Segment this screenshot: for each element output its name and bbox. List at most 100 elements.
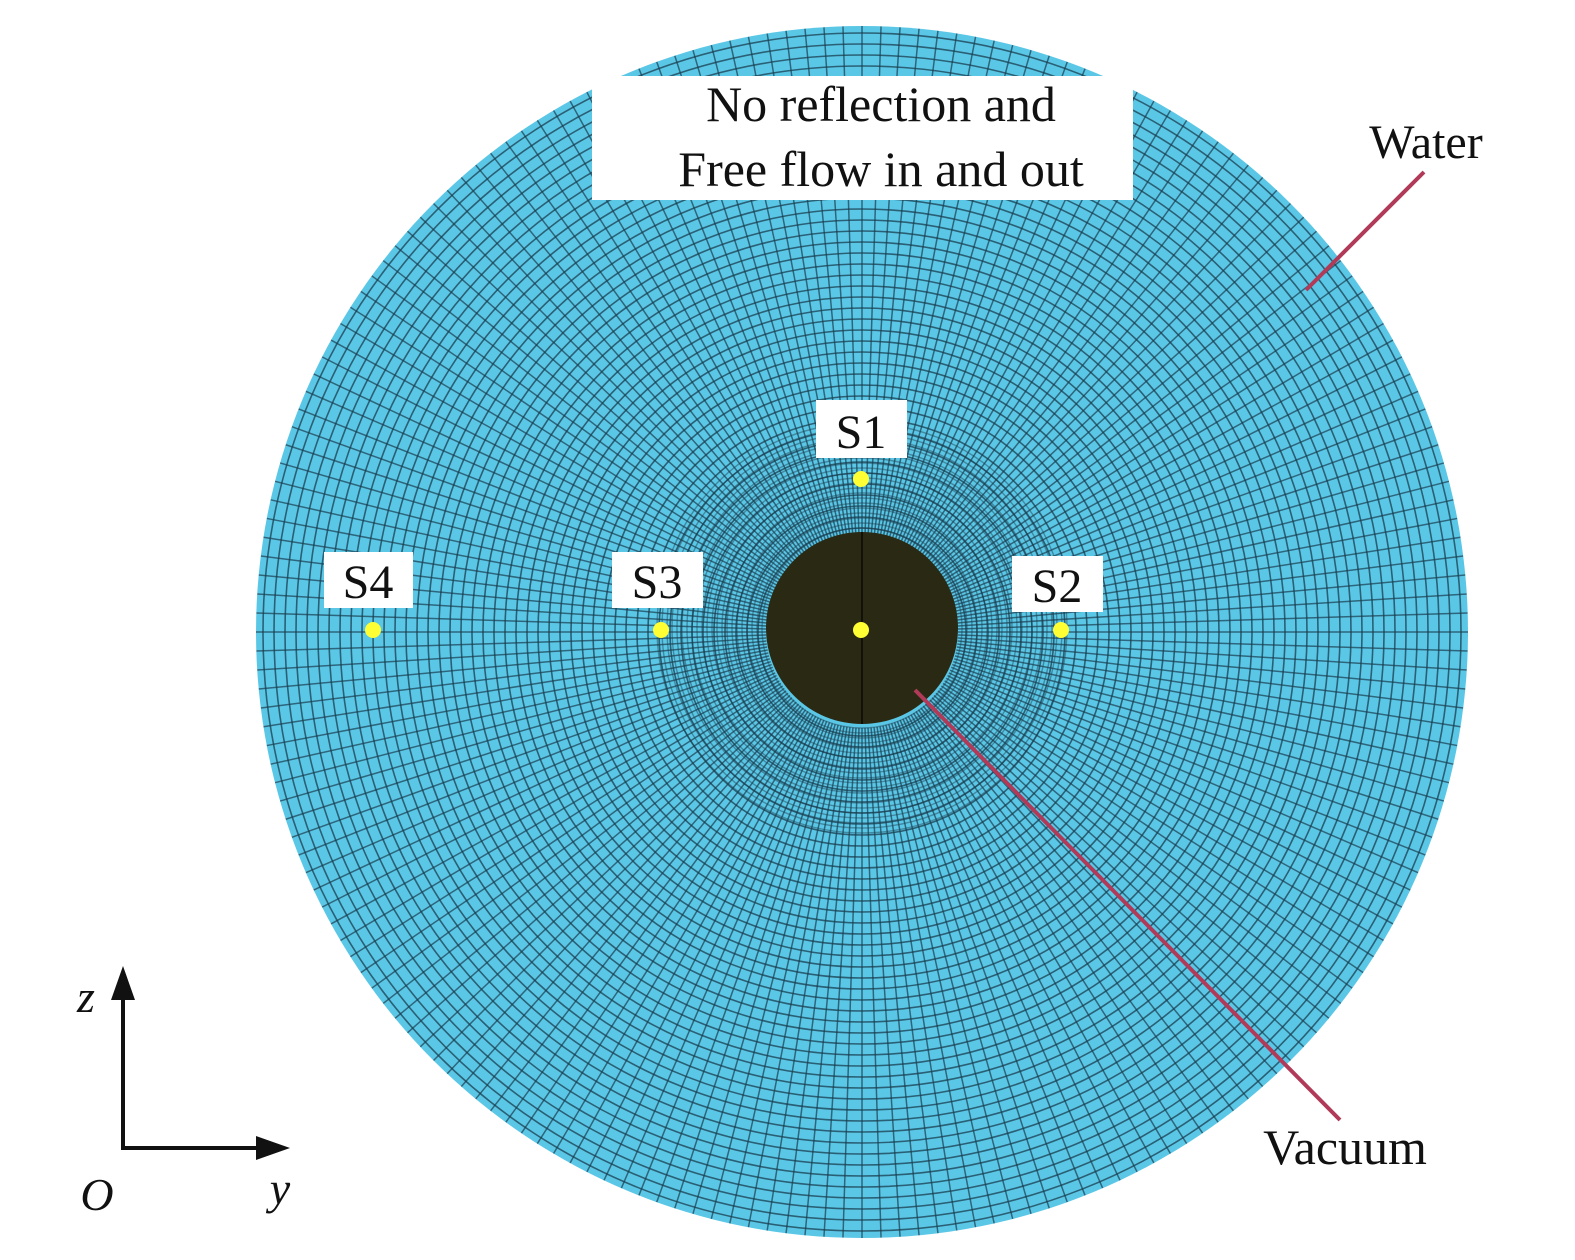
mesh-spoke (586, 717, 820, 1173)
mesh-refinement-ring (761, 527, 963, 729)
mesh-spoke (804, 727, 854, 1236)
mesh-spoke (945, 677, 1394, 925)
mesh-spoke (944, 680, 1384, 942)
mesh-refinement-ring (726, 492, 998, 764)
sensor-points (365, 471, 1069, 638)
mesh-spoke (957, 634, 1468, 652)
mesh-refinement-ring (701, 467, 1023, 789)
mesh-spoke (935, 692, 1330, 1019)
mesh-spoke (902, 718, 1121, 1181)
mesh-spoke (956, 649, 1458, 747)
origin-label: O (80, 1169, 113, 1220)
mesh-spoke (674, 723, 834, 1209)
sensor-label-s1: S1 (816, 400, 907, 459)
mesh-spoke (933, 694, 1318, 1034)
mesh-spoke (274, 655, 770, 784)
mesh-spoke (729, 725, 842, 1224)
mesh-refinement-ring (741, 507, 983, 749)
sensor-point-s4 (365, 622, 381, 638)
mesh-spoke (952, 663, 1433, 838)
mesh-spoke (446, 701, 797, 1075)
mesh-spoke (536, 712, 812, 1145)
mesh-spoke (888, 723, 1032, 1215)
mesh-spoke (394, 692, 789, 1019)
mesh-spoke (460, 703, 800, 1088)
mesh-spoke (920, 152, 1235, 557)
mesh-spoke (406, 694, 791, 1034)
mesh-spoke (256, 612, 767, 630)
water-label: Water (1369, 116, 1482, 169)
mesh-spoke (876, 726, 958, 1231)
vacuum-leader-line (913, 688, 1342, 1122)
sensor-label-s3: S3 (612, 552, 703, 609)
mesh-spoke (939, 687, 1353, 989)
mesh-spoke (929, 202, 1292, 565)
mesh-spoke (432, 699, 795, 1062)
boundary-note: No reflection and Free flow in and out (592, 76, 1133, 200)
mesh-spoke (956, 646, 1461, 728)
mesh-spoke (313, 672, 776, 891)
sensor-point-s1 (853, 471, 869, 487)
mesh-spoke (948, 373, 1411, 592)
mesh-spoke (270, 652, 769, 765)
boundary-note-line2: Free flow in and out (678, 141, 1084, 197)
mesh-spoke (382, 690, 787, 1005)
mesh-spoke (957, 643, 1464, 709)
mesh-spoke (957, 640, 1466, 690)
mesh-spoke (954, 655, 1450, 784)
z-axis-label: z (76, 971, 95, 1022)
mesh-spoke (371, 687, 785, 989)
mesh-spoke (432, 202, 795, 565)
mesh-spoke (419, 697, 793, 1048)
mesh-spoke (638, 720, 828, 1196)
mesh-spoke (603, 718, 822, 1181)
mesh-spoke (298, 666, 774, 856)
mesh-refinement-ring (756, 522, 968, 734)
mesh-spoke (935, 245, 1330, 572)
mesh-spoke (957, 593, 1467, 627)
mesh-spoke (446, 189, 797, 563)
mesh-spoke (330, 339, 779, 587)
mesh-spoke (937, 690, 1342, 1005)
sensor-label-s3-text: S3 (632, 556, 683, 609)
mesh-spoke (893, 722, 1068, 1203)
mesh-spoke (505, 141, 807, 555)
mesh-spoke (710, 724, 839, 1220)
mesh-spoke (910, 714, 1172, 1154)
mesh-spoke (917, 709, 1219, 1123)
mesh-spoke (842, 727, 860, 1238)
mesh-spoke (489, 152, 804, 557)
mesh-spoke (536, 119, 812, 552)
mesh-spoke (260, 643, 767, 709)
mesh-spoke (266, 649, 768, 747)
y-axis-label: y (266, 1163, 291, 1214)
mesh-spoke (942, 682, 1375, 958)
mesh-spoke (569, 715, 817, 1164)
mesh-spoke (257, 637, 767, 671)
mesh-spoke (931, 697, 1305, 1048)
mesh-spoke (917, 141, 1219, 555)
mesh-spoke (944, 322, 1384, 584)
mesh-spoke (360, 685, 784, 974)
mesh-spoke (942, 306, 1375, 582)
mesh-spoke (947, 356, 1403, 590)
mesh-spoke (656, 722, 831, 1203)
mesh-spoke (912, 119, 1188, 552)
mesh-spoke (924, 703, 1264, 1088)
mesh-spoke (939, 275, 1353, 577)
mesh-spoke (291, 663, 772, 838)
charge-center-point (853, 622, 869, 638)
mesh-spoke (953, 658, 1445, 802)
coordinate-axes: z y O (76, 966, 291, 1220)
mesh-spoke (907, 715, 1155, 1164)
mesh-spoke (920, 707, 1235, 1112)
mesh-spoke (321, 674, 777, 908)
sensor-label-s2: S2 (1012, 556, 1103, 613)
mesh-spoke (870, 727, 920, 1236)
mesh-spoke (957, 637, 1467, 671)
mesh-refinement-ring (751, 517, 973, 739)
mesh-spoke (460, 176, 800, 561)
mesh-spoke (912, 712, 1188, 1145)
mesh-spoke (520, 130, 809, 554)
